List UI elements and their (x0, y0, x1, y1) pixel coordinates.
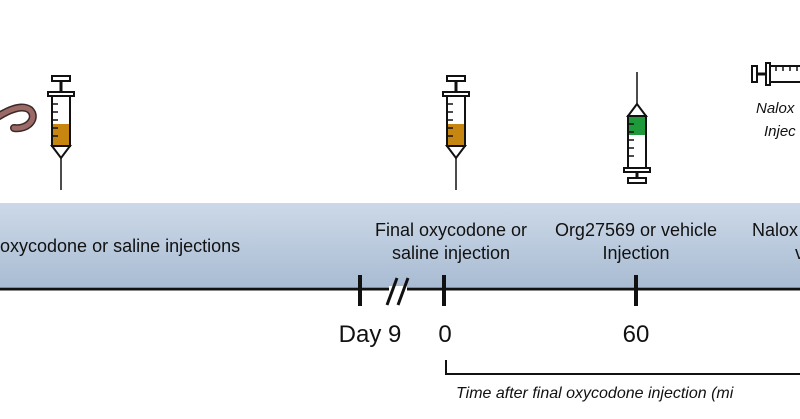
band-naloxone-label-line2: v (795, 243, 800, 263)
band-naloxone-label-line1: Nalox (752, 220, 798, 240)
naloxone-syringe-label-line2: Injec (764, 123, 796, 140)
worm-icon (0, 103, 37, 133)
bracket-label: Time after final oxycodone injection (mi (456, 385, 734, 402)
tick-label-zero: 0 (438, 321, 451, 348)
syringe-icon (623, 72, 651, 184)
axis-break-slash-1 (385, 277, 399, 306)
tick-label-day9: Day 9 (339, 321, 402, 348)
axis-break-gap (389, 286, 407, 292)
syringe-icon (47, 75, 75, 190)
band-final-label-line1: Final oxycodone or (375, 220, 527, 240)
band-org-label-line2: Injection (602, 243, 669, 263)
band-org-label-line1: Org27569 or vehicle (555, 220, 717, 240)
band-injections-label: oxycodone or saline injections (0, 236, 240, 256)
syringe-icon (442, 75, 470, 190)
axis-break-slash-2 (396, 277, 410, 306)
naloxone-syringe-label-line1: Nalox (756, 100, 795, 117)
band-final-label-line2: saline injection (392, 243, 510, 263)
time-bracket (445, 360, 800, 375)
timeline-band (0, 203, 800, 287)
syringe-icon (751, 62, 800, 86)
tick-label-sixty: 60 (623, 321, 650, 348)
